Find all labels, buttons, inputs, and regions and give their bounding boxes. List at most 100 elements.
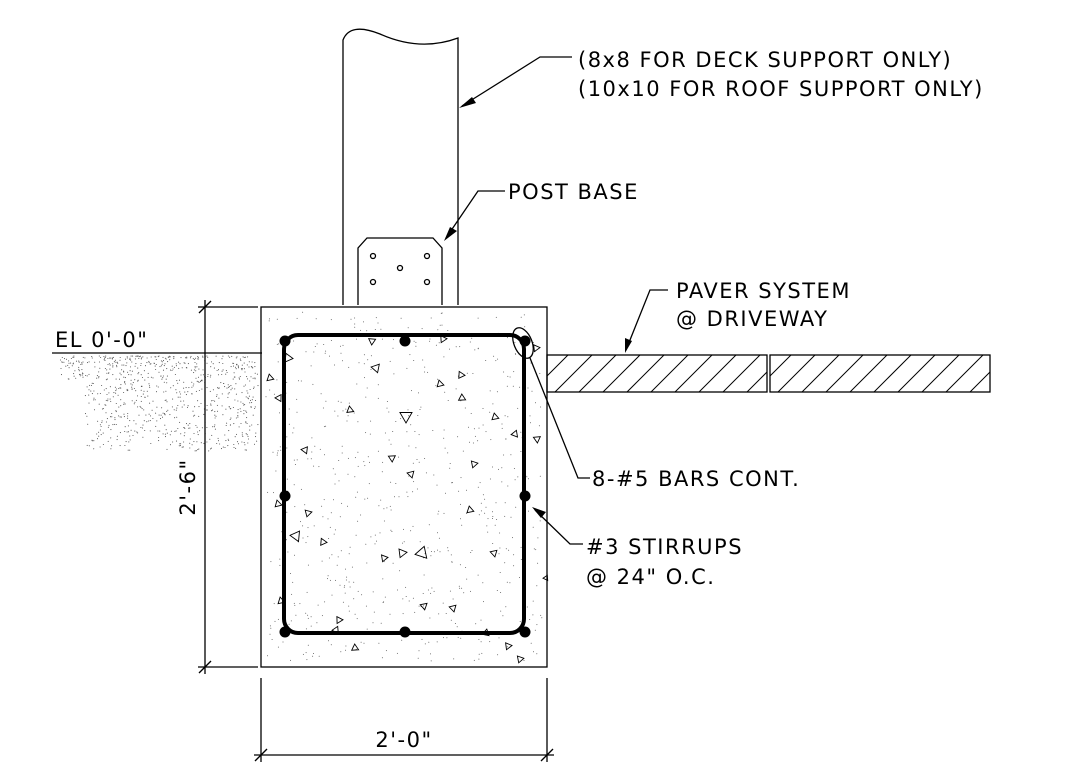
stipple-dot (209, 438, 211, 440)
aggregate-triangle (398, 548, 408, 559)
stipple-dot (430, 660, 432, 662)
stipple-dot (225, 408, 227, 410)
stipple-dot (360, 514, 362, 516)
stipple-dot (123, 376, 125, 378)
stipple-dot (429, 340, 431, 342)
stipple-dot (163, 381, 165, 383)
stipple-dot (327, 518, 329, 520)
stipple-dot (241, 364, 243, 366)
stipple-dot (155, 391, 158, 393)
stipple-dot (524, 326, 526, 328)
stipple-dot (118, 406, 120, 408)
stipple-dot (455, 388, 457, 390)
stipple-dot (279, 558, 281, 560)
stipple-dot (147, 395, 149, 397)
stipple-dot (393, 373, 395, 375)
stipple-dot (126, 362, 128, 364)
stipple-dot (116, 361, 118, 363)
stipple-dot (123, 364, 125, 366)
stipple-dot (286, 447, 288, 449)
stipple-dot (334, 364, 335, 366)
hatch-line (602, 354, 641, 393)
aggregate-triangle (516, 655, 525, 664)
stipple-dot (249, 380, 251, 382)
stipple-dot (131, 370, 133, 372)
stipple-dot (212, 426, 214, 428)
stipple-dot (252, 396, 254, 398)
stipple-dot (191, 393, 193, 395)
stipple-dot (399, 570, 401, 572)
stipple-dot (444, 447, 446, 449)
stipple-dot (505, 548, 507, 550)
stipple-dot (495, 360, 497, 362)
stipple-dot (138, 371, 140, 374)
stipple-dot (459, 346, 461, 348)
stipple-dot (243, 356, 245, 359)
stipple-dot (98, 355, 100, 357)
stipple-dot (293, 484, 295, 486)
stipple-dot (327, 575, 329, 577)
stipple-dot (68, 367, 70, 369)
stipple-dot (254, 399, 257, 402)
stipple-dot (305, 628, 307, 630)
stipple-dot (449, 348, 450, 350)
stipple-dot (310, 625, 312, 627)
stipple-dot (163, 413, 166, 415)
stipple-dot (178, 361, 180, 363)
stipple-dot (86, 386, 88, 388)
stipple-dot (134, 379, 136, 381)
stipple-dot (419, 409, 421, 410)
stipple-dot (520, 316, 522, 318)
stipple-dot (353, 598, 355, 600)
stipple-dot (510, 454, 512, 456)
stipple-dot (365, 605, 367, 607)
stipple-dot (536, 624, 538, 626)
stipple-dot (132, 382, 134, 384)
stipple-dot (215, 415, 217, 417)
stipple-dot (354, 457, 356, 459)
stipple-dot (288, 423, 290, 425)
stipple-dot (169, 356, 171, 358)
stipple-dot (237, 400, 239, 402)
stipple-dot (186, 406, 189, 408)
stipple-dot (369, 433, 371, 435)
stipple-dot (154, 356, 156, 358)
stipple-dot (405, 596, 407, 597)
stipple-dot (519, 386, 521, 388)
stipple-dot (90, 390, 92, 392)
stipple-dot (270, 561, 272, 563)
stipple-dot (241, 434, 243, 436)
stipple-dot (73, 356, 75, 358)
concrete-aggregate (266, 334, 549, 664)
stirrups-spacing-label: @ 24" O.C. (586, 565, 715, 589)
stipple-dot (216, 395, 218, 397)
stipple-dot (495, 502, 497, 504)
stipple-dot (133, 420, 135, 422)
hatch-line (769, 354, 792, 377)
stipple-dot (247, 438, 250, 440)
stipple-dot (299, 603, 301, 605)
stipple-dot (506, 646, 508, 648)
stipple-dot (115, 378, 117, 380)
stipple-dot (124, 383, 126, 385)
stipple-dot (140, 358, 142, 360)
stipple-dot (93, 397, 95, 399)
stipple-dot (81, 374, 83, 376)
stipple-dot (185, 367, 187, 369)
stipple-dot (237, 412, 239, 414)
stipple-dot (339, 516, 341, 518)
stipple-dot (435, 344, 437, 346)
stipple-dot (390, 443, 392, 445)
stipple-dot (273, 393, 275, 395)
stipple-dot (130, 374, 132, 376)
stipple-dot (318, 655, 320, 657)
stipple-dot (234, 388, 236, 390)
stipple-dot (221, 405, 223, 407)
stipple-dot (179, 396, 181, 398)
stipple-dot (218, 387, 220, 389)
aggregate-triangle (414, 545, 428, 559)
stipple-dot (132, 355, 134, 357)
stipple-dot (341, 502, 343, 504)
stipple-dot (469, 441, 470, 443)
stipple-dot (495, 316, 497, 318)
